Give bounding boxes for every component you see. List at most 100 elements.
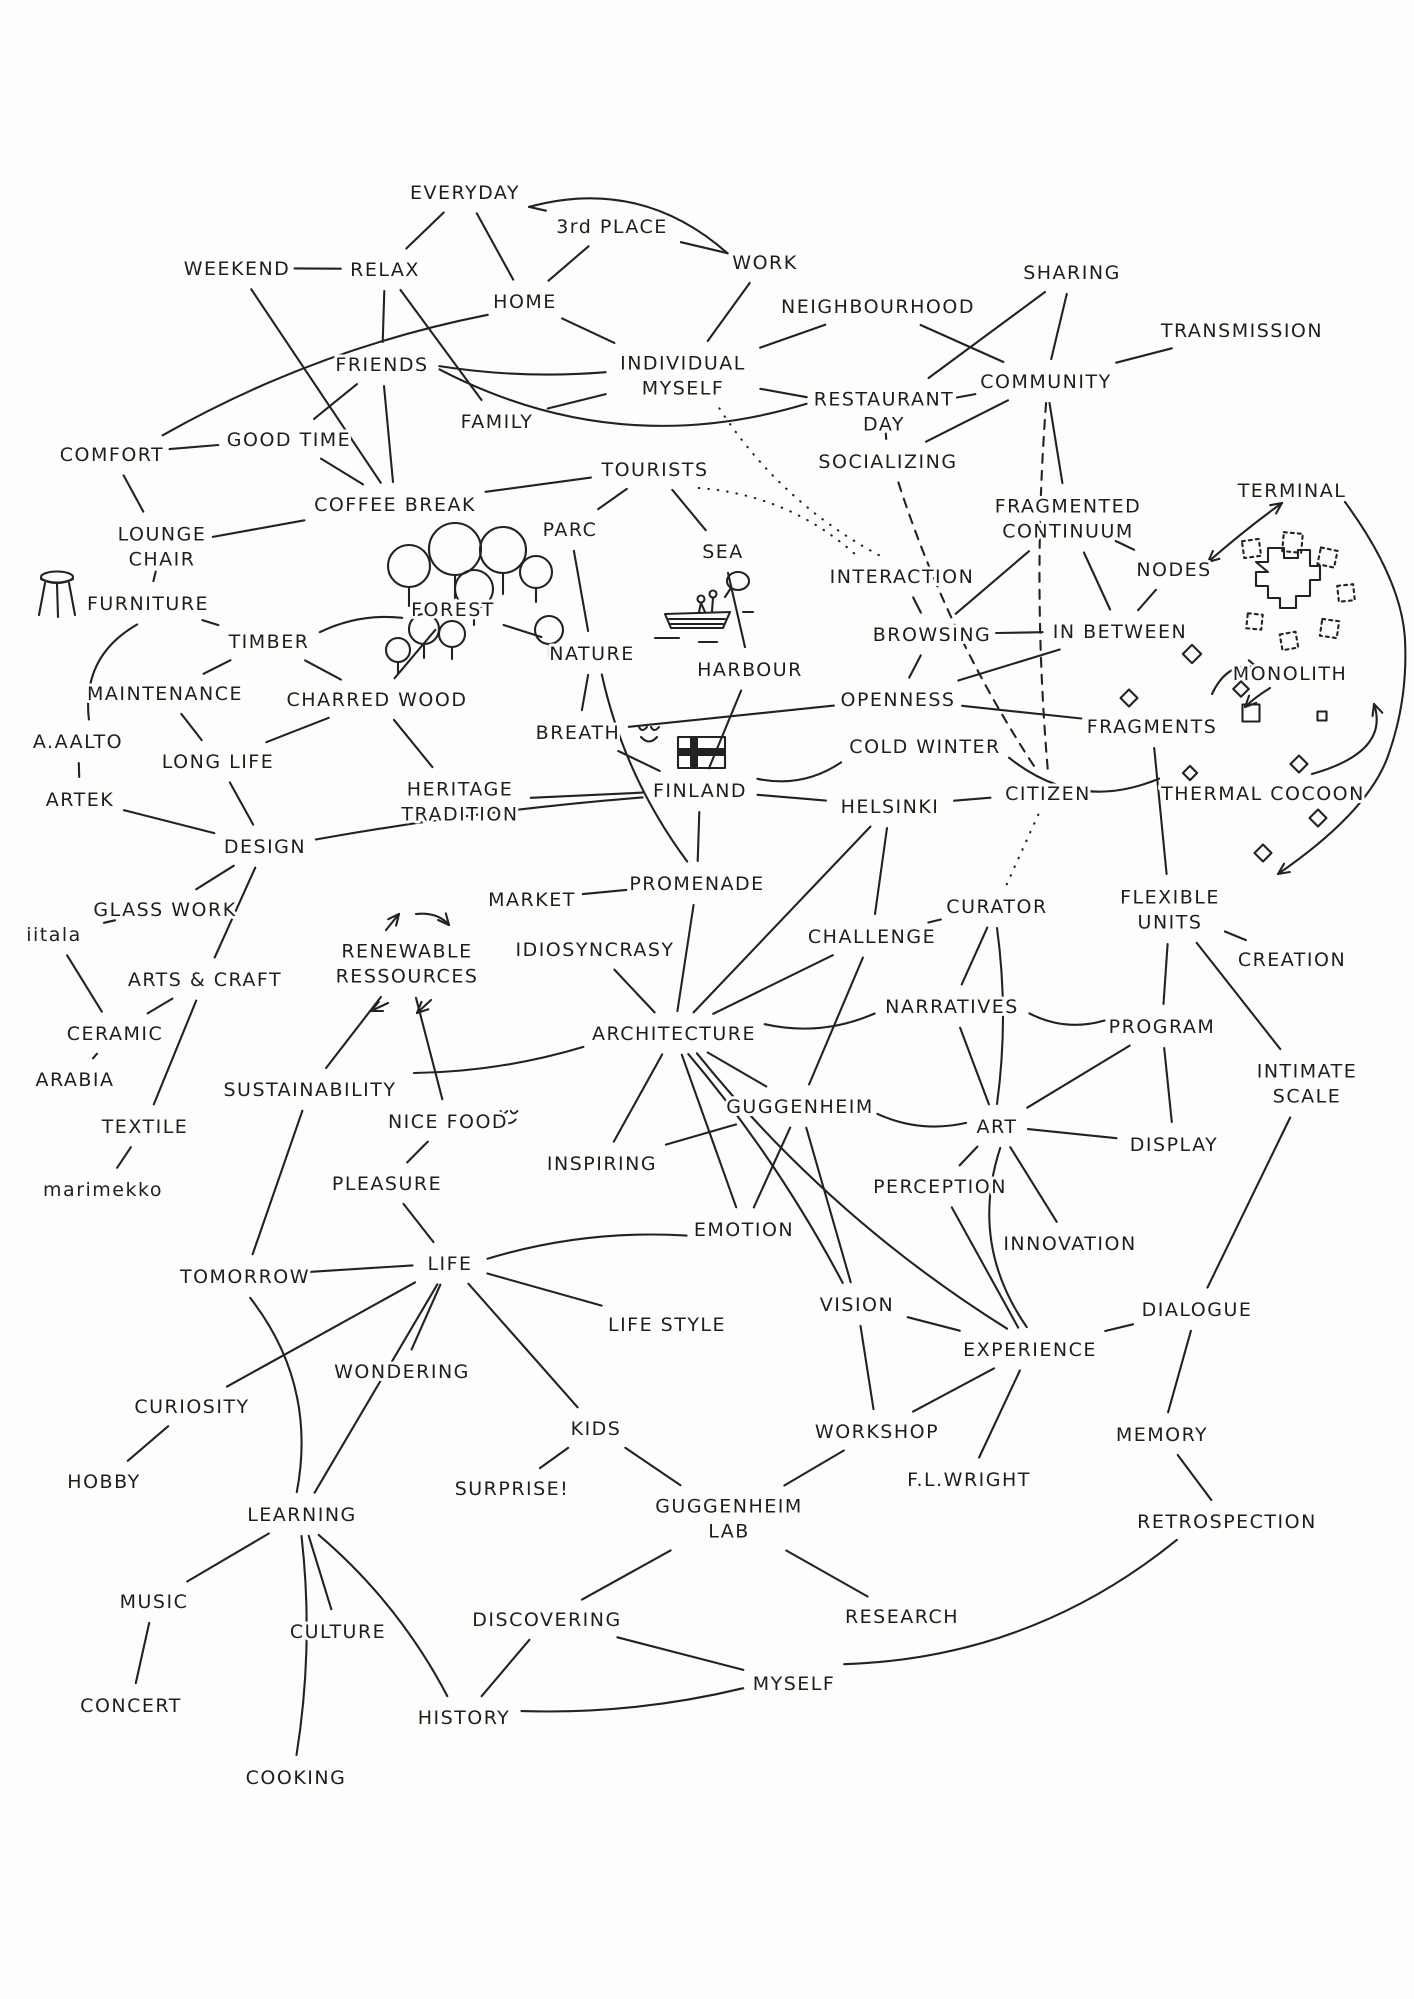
- edge-browsing-interaction: [912, 596, 922, 614]
- edge-sustainability-tomorrow: [251, 1109, 304, 1256]
- node-family: FAMILY: [461, 411, 534, 433]
- edge-ceramic-arabia: [91, 1052, 99, 1060]
- edge-nature-promenade: [600, 673, 689, 863]
- node-parc: PARC: [543, 519, 598, 541]
- edge-program-art: [1026, 1044, 1131, 1109]
- edge-breath-finland: [617, 750, 661, 772]
- edge-narratives-program: [1028, 1012, 1106, 1026]
- edge-community-socializing: [924, 399, 1010, 443]
- edge-art-perception: [958, 1145, 979, 1167]
- edge-experience-workshop: [912, 1367, 995, 1413]
- edge-architecture-narratives: [763, 1012, 876, 1030]
- edge-sharing-community: [1050, 292, 1068, 361]
- node-wondering: WONDERING: [334, 1361, 470, 1383]
- fragment-shape: [1289, 754, 1309, 774]
- edge-challenge-guggenheim: [808, 956, 864, 1086]
- tree-icon: [478, 525, 528, 596]
- node-thermal-cocoon: THERMAL COCOON: [1160, 783, 1365, 805]
- node-home: HOME: [493, 291, 557, 313]
- node-helsinki: HELSINKI: [841, 796, 940, 818]
- edge-fragmented-continuum-in-between: [1082, 551, 1112, 611]
- edge-relax-family: [399, 288, 483, 402]
- finland-flag-icon: [676, 735, 727, 770]
- edge-lounge-chair-coffee-break: [211, 519, 306, 538]
- edge-timber-forest: [318, 615, 404, 634]
- node-glass-work: GLASS WORK: [93, 899, 236, 921]
- edge-textile-marimekko: [116, 1146, 132, 1169]
- node-perception: PERCEPTION: [873, 1176, 1007, 1198]
- node-third-place: 3rd PLACE: [556, 216, 668, 238]
- edge-parc-tourists: [597, 487, 628, 511]
- edge-finland-helsinki: [756, 793, 827, 802]
- edge-fragmented-continuum-nodes: [1114, 539, 1136, 551]
- node-sharing: SHARING: [1023, 262, 1121, 284]
- edge-memory-retrospection: [1176, 1453, 1213, 1502]
- node-research: RESEARCH: [845, 1606, 959, 1628]
- node-finland: FINLAND: [653, 780, 747, 802]
- edge-nature-breath: [580, 673, 590, 712]
- node-market: MARKET: [488, 889, 576, 911]
- edge-architecture-guggenheim: [706, 1051, 768, 1088]
- edge-program-display: [1163, 1046, 1173, 1124]
- edge-heritage-tradition-finland: [529, 791, 644, 799]
- edge-tomorrow-life: [308, 1264, 414, 1273]
- edge-finland-cold-winter: [756, 761, 843, 783]
- node-workshop: WORKSHOP: [815, 1421, 939, 1443]
- node-arabia: ARABIA: [35, 1069, 114, 1091]
- edge-finland-promenade: [696, 810, 701, 863]
- edge-music-concert: [134, 1621, 151, 1685]
- tree-icon: [453, 568, 495, 627]
- node-harbour: HARBOUR: [697, 659, 803, 681]
- node-discovering: DISCOVERING: [472, 1609, 621, 1631]
- node-forest: FOREST: [411, 599, 495, 621]
- edge-challenge-architecture: [712, 954, 834, 1015]
- node-inspiring: INSPIRING: [547, 1153, 657, 1175]
- node-life-style: LIFE STYLE: [608, 1314, 726, 1336]
- edge-maintenance-long-life: [180, 712, 203, 742]
- edge-third-place-work: [679, 241, 729, 255]
- node-music: MUSIC: [120, 1591, 189, 1613]
- edge-weekend-coffee-break: [250, 288, 382, 484]
- node-kids: KIDS: [571, 1418, 622, 1440]
- edge-learning-music: [186, 1532, 270, 1583]
- node-tomorrow: TOMORROW: [179, 1266, 310, 1288]
- node-interaction: INTERACTION: [830, 566, 975, 588]
- edge-art-display: [1026, 1128, 1118, 1140]
- edge-perception-experience: [950, 1206, 1020, 1329]
- node-openness: OPENNESS: [841, 689, 956, 711]
- edge-long-life-design: [228, 781, 255, 826]
- edge-art-innovation: [1009, 1146, 1058, 1223]
- edge-citizen-curator: [1005, 813, 1040, 886]
- node-textile: TEXTILE: [101, 1116, 189, 1138]
- node-aalto: A.AALTO: [33, 731, 123, 753]
- tree-icon: [386, 543, 432, 608]
- node-innovation: INNOVATION: [1003, 1233, 1136, 1255]
- node-curiosity: CURIOSITY: [134, 1396, 249, 1418]
- fragment-shape: [1181, 764, 1199, 782]
- doodles-layer: [37, 500, 1407, 1125]
- node-idiosyncrasy: IDIOSYNCRASY: [515, 939, 674, 961]
- node-vision: VISION: [820, 1294, 894, 1316]
- edge-community-fragmented-continuum: [1048, 401, 1064, 485]
- edge-learning-culture: [307, 1534, 333, 1611]
- smiley-icon: [499, 1110, 519, 1125]
- edge-learning-history: [317, 1533, 449, 1698]
- edge-idiosyncrasy-architecture: [613, 968, 656, 1014]
- edge-iitala-ceramic: [66, 954, 103, 1013]
- edge-family-individual-myself: [546, 393, 607, 410]
- edge-lounge-chair-furniture: [152, 570, 157, 583]
- edge-art-experience: [988, 1146, 1028, 1329]
- edge-forest-nature: [502, 623, 543, 639]
- node-myself: MYSELF: [753, 1673, 836, 1695]
- renewable-arrow-2: [414, 912, 451, 927]
- edge-home-comfort: [161, 313, 489, 437]
- node-concert: CONCERT: [80, 1695, 182, 1717]
- edge-timber-maintenance: [202, 659, 232, 675]
- node-hobby: HOBBY: [67, 1471, 140, 1493]
- edge-everyday-work: [527, 197, 729, 255]
- node-furniture: FURNITURE: [87, 593, 209, 615]
- node-narratives: NARRATIVES: [885, 996, 1019, 1018]
